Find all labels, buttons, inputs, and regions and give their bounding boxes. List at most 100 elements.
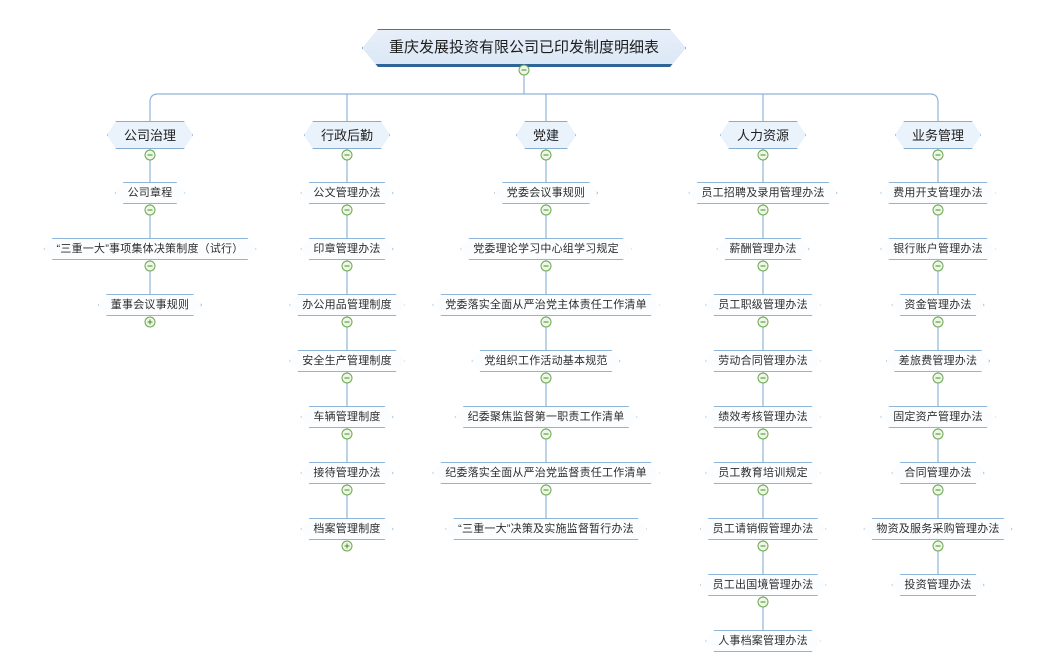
branch-1-child-1-toggle-icon[interactable] [144, 204, 156, 216]
branch-1-child-3-toggle-icon[interactable] [144, 316, 156, 328]
branch-3-child-1[interactable]: 党委会议事规则 [494, 182, 598, 204]
branch-3-child-2-toggle-icon[interactable] [540, 260, 552, 272]
branch-2-child-1-toggle-icon[interactable] [341, 204, 353, 216]
branch-2-child-4-toggle-icon[interactable] [341, 372, 353, 384]
branch-5-child-1[interactable]: 费用开支管理办法 [880, 182, 996, 204]
branch-5-child-5-label: 固定资产管理办法 [893, 410, 983, 423]
branch-3-child-1-label: 党委会议事规则 [506, 186, 586, 199]
branch-2-child-4[interactable]: 安全生产管理制度 [289, 350, 405, 372]
branch-5-child-7-toggle-icon[interactable] [932, 540, 944, 552]
branch-2-child-6-toggle-icon[interactable] [341, 484, 353, 496]
branch-4-child-2[interactable]: 薪酬管理办法 [716, 238, 809, 260]
branch-3-child-4-toggle-icon[interactable] [540, 372, 552, 384]
branch-5-child-3-label: 资金管理办法 [904, 298, 972, 311]
branch-3-node[interactable]: 党建 [516, 121, 576, 149]
branch-3-child-6[interactable]: 纪委落实全面从严治党监督责任工作清单 [432, 462, 660, 484]
branch-4-node-label: 人力资源 [736, 127, 790, 143]
branch-4-child-2-toggle-icon[interactable] [757, 260, 769, 272]
branch-1-toggle-icon[interactable] [144, 149, 156, 161]
branch-5-child-5[interactable]: 固定资产管理办法 [880, 406, 996, 428]
branch-4-child-1-toggle-icon[interactable] [757, 204, 769, 216]
branch-4-child-7-toggle-icon[interactable] [757, 540, 769, 552]
branch-5-toggle-icon[interactable] [932, 149, 944, 161]
branch-5-child-6-toggle-icon[interactable] [932, 484, 944, 496]
branch-5-child-3[interactable]: 资金管理办法 [891, 294, 984, 316]
branch-3-node-label: 党建 [532, 127, 560, 143]
root-toggle-icon[interactable] [518, 64, 530, 76]
branch-5-child-5-toggle-icon[interactable] [932, 428, 944, 440]
branch-4-child-7-label: 员工请销假管理办法 [712, 522, 814, 535]
branch-3-child-3-toggle-icon[interactable] [540, 316, 552, 328]
branch-5-child-2-toggle-icon[interactable] [932, 260, 944, 272]
branch-4-child-3-toggle-icon[interactable] [757, 316, 769, 328]
branch-2-child-3[interactable]: 办公用品管理制度 [289, 294, 405, 316]
branch-2-child-5[interactable]: 车辆管理制度 [300, 406, 393, 428]
branch-2-child-3-toggle-icon[interactable] [341, 316, 353, 328]
branch-4-child-7[interactable]: 员工请销假管理办法 [700, 518, 827, 540]
branch-5-child-2[interactable]: 银行账户管理办法 [880, 238, 996, 260]
branch-4-child-8-label: 员工出国境管理办法 [712, 578, 814, 591]
branch-4-child-4-toggle-icon[interactable] [757, 372, 769, 384]
branch-3-child-4[interactable]: 党组织工作活动基本规范 [471, 350, 620, 372]
branch-5-child-1-toggle-icon[interactable] [932, 204, 944, 216]
branch-5-child-4-toggle-icon[interactable] [932, 372, 944, 384]
branch-5-child-2-label: 银行账户管理办法 [893, 242, 983, 255]
branch-3-child-6-label: 纪委落实全面从严治党监督责任工作清单 [445, 466, 647, 479]
branch-4-child-8-toggle-icon[interactable] [757, 596, 769, 608]
branch-2-child-7-label: 档案管理制度 [313, 522, 381, 535]
branch-2-child-2-toggle-icon[interactable] [341, 260, 353, 272]
branch-3-child-3[interactable]: 党委落实全面从严治党主体责任工作清单 [432, 294, 660, 316]
branch-3-child-5-toggle-icon[interactable] [540, 428, 552, 440]
branch-3-child-3-label: 党委落实全面从严治党主体责任工作清单 [445, 298, 647, 311]
branch-1-node[interactable]: 公司治理 [107, 121, 193, 149]
branch-3-child-7[interactable]: “三重一大”决策及实施监督暂行办法 [445, 518, 647, 540]
branch-5-child-8[interactable]: 投资管理办法 [891, 574, 984, 596]
branch-1-child-2-toggle-icon[interactable] [144, 260, 156, 272]
root-node[interactable]: 重庆发展投资有限公司已印发制度明细表 [362, 29, 686, 67]
branch-4-child-6-label: 员工教育培训规定 [718, 466, 808, 479]
branch-3-child-4-label: 党组织工作活动基本规范 [484, 354, 608, 367]
branch-4-child-3[interactable]: 员工职级管理办法 [705, 294, 821, 316]
branch-4-child-4[interactable]: 劳动合同管理办法 [705, 350, 821, 372]
branch-2-child-6-label: 接待管理办法 [313, 466, 381, 479]
branch-4-child-9-label: 人事档案管理办法 [718, 634, 808, 647]
branch-4-child-9[interactable]: 人事档案管理办法 [705, 630, 821, 652]
branch-5-child-4[interactable]: 差旅费管理办法 [886, 350, 990, 372]
branch-2-node[interactable]: 行政后勤 [304, 121, 390, 149]
branch-4-node[interactable]: 人力资源 [720, 121, 806, 149]
branch-4-child-1-label: 员工招聘及录用管理办法 [701, 186, 825, 199]
branch-5-node[interactable]: 业务管理 [895, 121, 981, 149]
branch-3-child-6-toggle-icon[interactable] [540, 484, 552, 496]
branch-5-child-6[interactable]: 合同管理办法 [891, 462, 984, 484]
branch-4-child-8[interactable]: 员工出国境管理办法 [700, 574, 827, 596]
branch-3-toggle-icon[interactable] [540, 149, 552, 161]
branch-4-child-5-toggle-icon[interactable] [757, 428, 769, 440]
branch-4-child-6-toggle-icon[interactable] [757, 484, 769, 496]
branch-4-child-6[interactable]: 员工教育培训规定 [705, 462, 821, 484]
branch-5-child-7[interactable]: 物资及服务采购管理办法 [863, 518, 1012, 540]
branch-1-child-3[interactable]: 董事会议事规则 [98, 294, 202, 316]
branch-2-child-4-label: 安全生产管理制度 [302, 354, 392, 367]
branch-3-child-5[interactable]: 纪委聚焦监督第一职责工作清单 [455, 406, 638, 428]
branch-4-toggle-icon[interactable] [757, 149, 769, 161]
branch-1-child-2[interactable]: “三重一大”事项集体决策制度（试行） [44, 238, 257, 260]
branch-2-child-5-toggle-icon[interactable] [341, 428, 353, 440]
branch-2-child-2[interactable]: 印章管理办法 [300, 238, 393, 260]
branch-2-child-1[interactable]: 公文管理办法 [300, 182, 393, 204]
branch-3-child-1-toggle-icon[interactable] [540, 204, 552, 216]
branch-1-child-3-label: 董事会议事规则 [110, 298, 190, 311]
branch-4-child-5[interactable]: 绩效考核管理办法 [705, 406, 821, 428]
branch-4-child-1[interactable]: 员工招聘及录用管理办法 [688, 182, 837, 204]
branch-2-child-7[interactable]: 档案管理制度 [300, 518, 393, 540]
branch-1-child-1[interactable]: 公司章程 [115, 182, 186, 204]
branch-2-toggle-icon[interactable] [341, 149, 353, 161]
branch-2-child-7-toggle-icon[interactable] [341, 540, 353, 552]
branch-5-child-4-label: 差旅费管理办法 [898, 354, 978, 367]
branch-2-child-6[interactable]: 接待管理办法 [300, 462, 393, 484]
branch-5-child-3-toggle-icon[interactable] [932, 316, 944, 328]
branch-1-child-1-label: 公司章程 [127, 186, 173, 199]
branch-2-child-3-label: 办公用品管理制度 [302, 298, 392, 311]
branch-3-child-2[interactable]: 党委理论学习中心组学习规定 [460, 238, 632, 260]
